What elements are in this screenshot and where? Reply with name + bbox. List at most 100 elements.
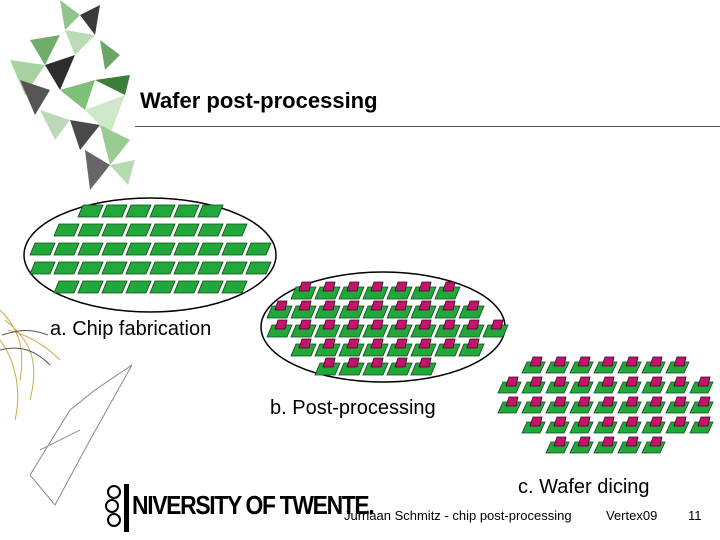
bump: [553, 376, 567, 387]
bump: [394, 300, 408, 311]
bump: [490, 319, 504, 330]
chip: [101, 223, 128, 237]
chip: [101, 280, 128, 294]
bump: [466, 300, 480, 311]
bump: [466, 319, 480, 330]
bump: [601, 356, 615, 367]
bump: [442, 319, 456, 330]
chip: [245, 242, 272, 256]
bump: [505, 376, 519, 387]
bump: [577, 396, 591, 407]
bump: [505, 396, 519, 407]
footer-page-number: 11: [688, 508, 702, 523]
chip: [173, 261, 200, 275]
wafer-c-diced-chips: [497, 356, 714, 454]
bump: [601, 396, 615, 407]
chip: [221, 280, 248, 294]
chip: [77, 242, 104, 256]
footer-event: Vertex09: [606, 508, 658, 523]
chip: [173, 223, 200, 237]
bump: [577, 436, 591, 447]
step-label-post-processing: b. Post-processing: [270, 397, 436, 419]
footer-author: Jurriaan Schmitz - chip post-processing: [344, 508, 572, 523]
chip: [197, 280, 224, 294]
bump: [649, 376, 663, 387]
bump: [649, 356, 663, 367]
bump: [418, 338, 432, 349]
chip: [77, 261, 104, 275]
bump: [322, 281, 336, 292]
bump: [394, 357, 408, 368]
bump: [673, 376, 687, 387]
decorative-sketch-graphic: [0, 309, 133, 506]
bump: [370, 357, 384, 368]
step-label-wafer-dicing: c. Wafer dicing: [518, 476, 650, 498]
bump: [442, 281, 456, 292]
chip: [221, 261, 248, 275]
bump: [529, 376, 543, 387]
bump: [322, 300, 336, 311]
bump: [625, 416, 639, 427]
bump: [394, 281, 408, 292]
bump: [649, 436, 663, 447]
bump: [697, 376, 711, 387]
bump: [370, 338, 384, 349]
chip: [29, 261, 56, 275]
bump: [394, 319, 408, 330]
chip: [125, 223, 152, 237]
bump: [529, 356, 543, 367]
chip: [53, 261, 80, 275]
bump: [625, 376, 639, 387]
chip: [29, 242, 56, 256]
chip: [173, 242, 200, 256]
bump: [346, 338, 360, 349]
chip: [173, 280, 200, 294]
university-logo-text: NIVERSITY OF TWENTE.: [132, 490, 375, 520]
bump: [466, 338, 480, 349]
chip: [197, 242, 224, 256]
bump: [418, 300, 432, 311]
chip: [101, 261, 128, 275]
bump: [298, 338, 312, 349]
chip: [77, 280, 104, 294]
bump: [370, 319, 384, 330]
university-seal-icon: [105, 484, 129, 532]
bump: [442, 300, 456, 311]
bump: [577, 416, 591, 427]
bump: [346, 319, 360, 330]
chip: [149, 261, 176, 275]
chip: [149, 242, 176, 256]
chip: [125, 280, 152, 294]
bump: [346, 300, 360, 311]
bump: [370, 281, 384, 292]
bump: [418, 281, 432, 292]
bump: [529, 416, 543, 427]
slide-title: Wafer post-processing: [140, 88, 378, 113]
bump: [577, 376, 591, 387]
chip: [197, 223, 224, 237]
bump: [346, 357, 360, 368]
bump: [322, 357, 336, 368]
chip: [197, 261, 224, 275]
bump: [529, 396, 543, 407]
chip: [53, 280, 80, 294]
bump: [601, 436, 615, 447]
bump: [625, 396, 639, 407]
chip: [197, 204, 224, 218]
chip: [101, 242, 128, 256]
bump: [697, 416, 711, 427]
chip: [221, 223, 248, 237]
bump: [673, 416, 687, 427]
wafer-a-chip-fabrication: [23, 197, 277, 313]
bump: [298, 300, 312, 311]
bump: [346, 281, 360, 292]
bump: [298, 281, 312, 292]
title-divider: [135, 126, 720, 127]
bump: [673, 356, 687, 367]
chip: [149, 223, 176, 237]
bump: [553, 396, 567, 407]
bump: [649, 396, 663, 407]
bump: [442, 338, 456, 349]
